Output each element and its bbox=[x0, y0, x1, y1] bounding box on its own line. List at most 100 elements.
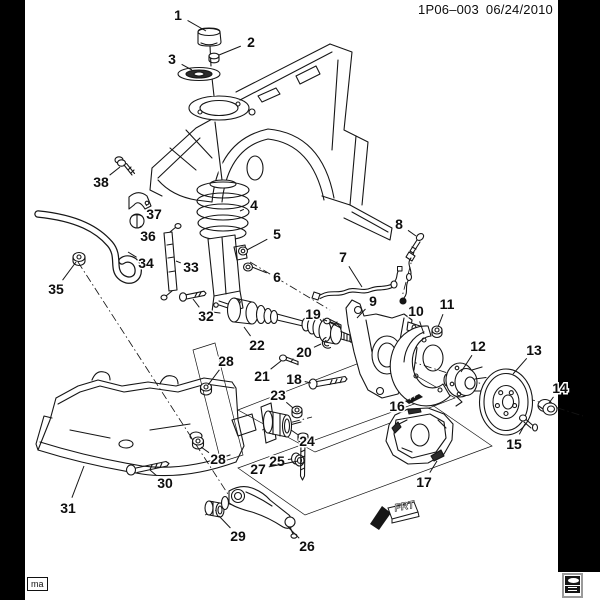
subframe-nut-upper bbox=[199, 382, 213, 396]
subframe-nut-lower bbox=[191, 436, 205, 450]
callout-number-27: 27 bbox=[250, 461, 266, 477]
caliper-pin bbox=[405, 393, 423, 404]
callout-leader-34 bbox=[127, 251, 137, 258]
callout-number-31: 31 bbox=[60, 500, 76, 516]
callout-leader-20 bbox=[313, 343, 322, 348]
stabilizer-nut bbox=[72, 251, 86, 267]
callout-number-29: 29 bbox=[230, 528, 246, 544]
sheet-tag: ma bbox=[27, 577, 48, 591]
callout-leader-28 bbox=[207, 369, 220, 386]
callout-number-9: 9 bbox=[369, 293, 377, 309]
callout-number-8: 8 bbox=[395, 216, 403, 232]
callout-leader-2 bbox=[218, 45, 241, 56]
callout-number-21: 21 bbox=[254, 368, 270, 384]
callout-leader-32 bbox=[192, 298, 200, 308]
bracket-bolt bbox=[114, 156, 136, 176]
callout-leader-36 bbox=[139, 225, 142, 228]
callout-leader-35 bbox=[62, 261, 77, 281]
callout-number-6: 6 bbox=[273, 269, 281, 285]
callout-leader-24 bbox=[290, 429, 299, 436]
callout-leader-15 bbox=[518, 423, 526, 435]
scan-edge-left bbox=[0, 0, 25, 600]
harness-bolt bbox=[399, 233, 425, 305]
callout-number-30: 30 bbox=[157, 475, 173, 491]
callout-leader-7 bbox=[348, 266, 363, 288]
stabilizer-bushing bbox=[129, 213, 145, 229]
callout-number-14: 14 bbox=[552, 380, 568, 396]
knuckle-bolt-small bbox=[323, 317, 342, 330]
arm-washer bbox=[290, 452, 305, 467]
callout-leader-27 bbox=[268, 460, 299, 468]
callout-leader-10 bbox=[419, 321, 425, 335]
body-structure bbox=[149, 43, 393, 241]
callout-leader-4 bbox=[239, 208, 245, 212]
callout-number-15: 15 bbox=[506, 436, 522, 452]
splash-shield bbox=[389, 325, 451, 407]
strut-nut bbox=[208, 52, 220, 64]
callout-leader-17 bbox=[429, 460, 438, 473]
document-code: 1P06–003 bbox=[418, 2, 479, 17]
callout-leader-30 bbox=[149, 469, 158, 477]
callout-leader-23 bbox=[285, 401, 294, 409]
callout-leader-5 bbox=[246, 238, 268, 251]
strut-cap bbox=[197, 27, 222, 47]
callout-leader-13 bbox=[512, 357, 528, 375]
callout-leader-16 bbox=[406, 399, 410, 402]
stabilizer-bar bbox=[34, 210, 142, 284]
callout-number-5: 5 bbox=[273, 226, 281, 242]
callout-leader-37 bbox=[145, 204, 148, 207]
callout-number-23: 23 bbox=[270, 387, 286, 403]
callout-leader-12 bbox=[460, 354, 473, 373]
callout-leader-31 bbox=[71, 465, 85, 498]
callout-leader-25 bbox=[287, 458, 293, 461]
callout-number-11: 11 bbox=[440, 296, 455, 312]
strut-nut-lower bbox=[242, 262, 254, 272]
callout-number-1: 1 bbox=[174, 7, 182, 23]
callout-number-12: 12 bbox=[470, 338, 486, 354]
callout-leader-22 bbox=[243, 326, 251, 337]
callout-number-16: 16 bbox=[389, 398, 405, 414]
callout-number-32: 32 bbox=[198, 308, 214, 324]
callout-number-17: 17 bbox=[416, 474, 432, 490]
callout-leader-26 bbox=[287, 526, 300, 539]
callout-leader-3 bbox=[181, 63, 193, 71]
subframe bbox=[35, 371, 257, 477]
callout-leader-33 bbox=[175, 260, 181, 264]
callout-leader-19 bbox=[322, 318, 328, 322]
callout-leader-14 bbox=[548, 396, 554, 404]
frt-arrow-icon bbox=[370, 506, 391, 530]
callout-number-33: 33 bbox=[183, 259, 199, 275]
callout-number-10: 10 bbox=[408, 303, 424, 319]
callout-leader-6 bbox=[251, 266, 267, 274]
callout-number-18: 18 bbox=[286, 371, 302, 387]
arm-nut bbox=[291, 405, 303, 419]
callout-leader-18 bbox=[304, 381, 312, 384]
callout-leader-21 bbox=[270, 360, 282, 370]
axle-shaft bbox=[218, 297, 356, 345]
ball-joint-bolt bbox=[278, 354, 299, 366]
rotor-screw bbox=[518, 414, 539, 432]
scan-edge-right bbox=[558, 0, 600, 572]
subframe-bolt bbox=[125, 460, 170, 476]
frt-label: FRT bbox=[393, 499, 417, 515]
callout-number-24: 24 bbox=[299, 433, 315, 449]
callout-number-19: 19 bbox=[305, 306, 321, 322]
callout-number-36: 36 bbox=[140, 228, 156, 244]
callout-number-37: 37 bbox=[146, 206, 162, 222]
control-arm bbox=[220, 485, 298, 539]
callout-leader-1 bbox=[187, 20, 207, 32]
brake-hose bbox=[311, 266, 403, 301]
strut-mount-plate bbox=[177, 66, 221, 82]
callout-number-38: 38 bbox=[93, 174, 109, 190]
callout-number-2: 2 bbox=[247, 34, 255, 50]
callout-number-34: 34 bbox=[138, 255, 154, 271]
frt-indicator: FRT bbox=[370, 498, 420, 530]
callout-number-7: 7 bbox=[339, 249, 347, 265]
strut-nut-upper bbox=[237, 246, 249, 256]
callout-leader-29 bbox=[218, 515, 231, 529]
callout-leader-28 bbox=[200, 446, 210, 454]
stabilizer-link bbox=[160, 223, 182, 301]
